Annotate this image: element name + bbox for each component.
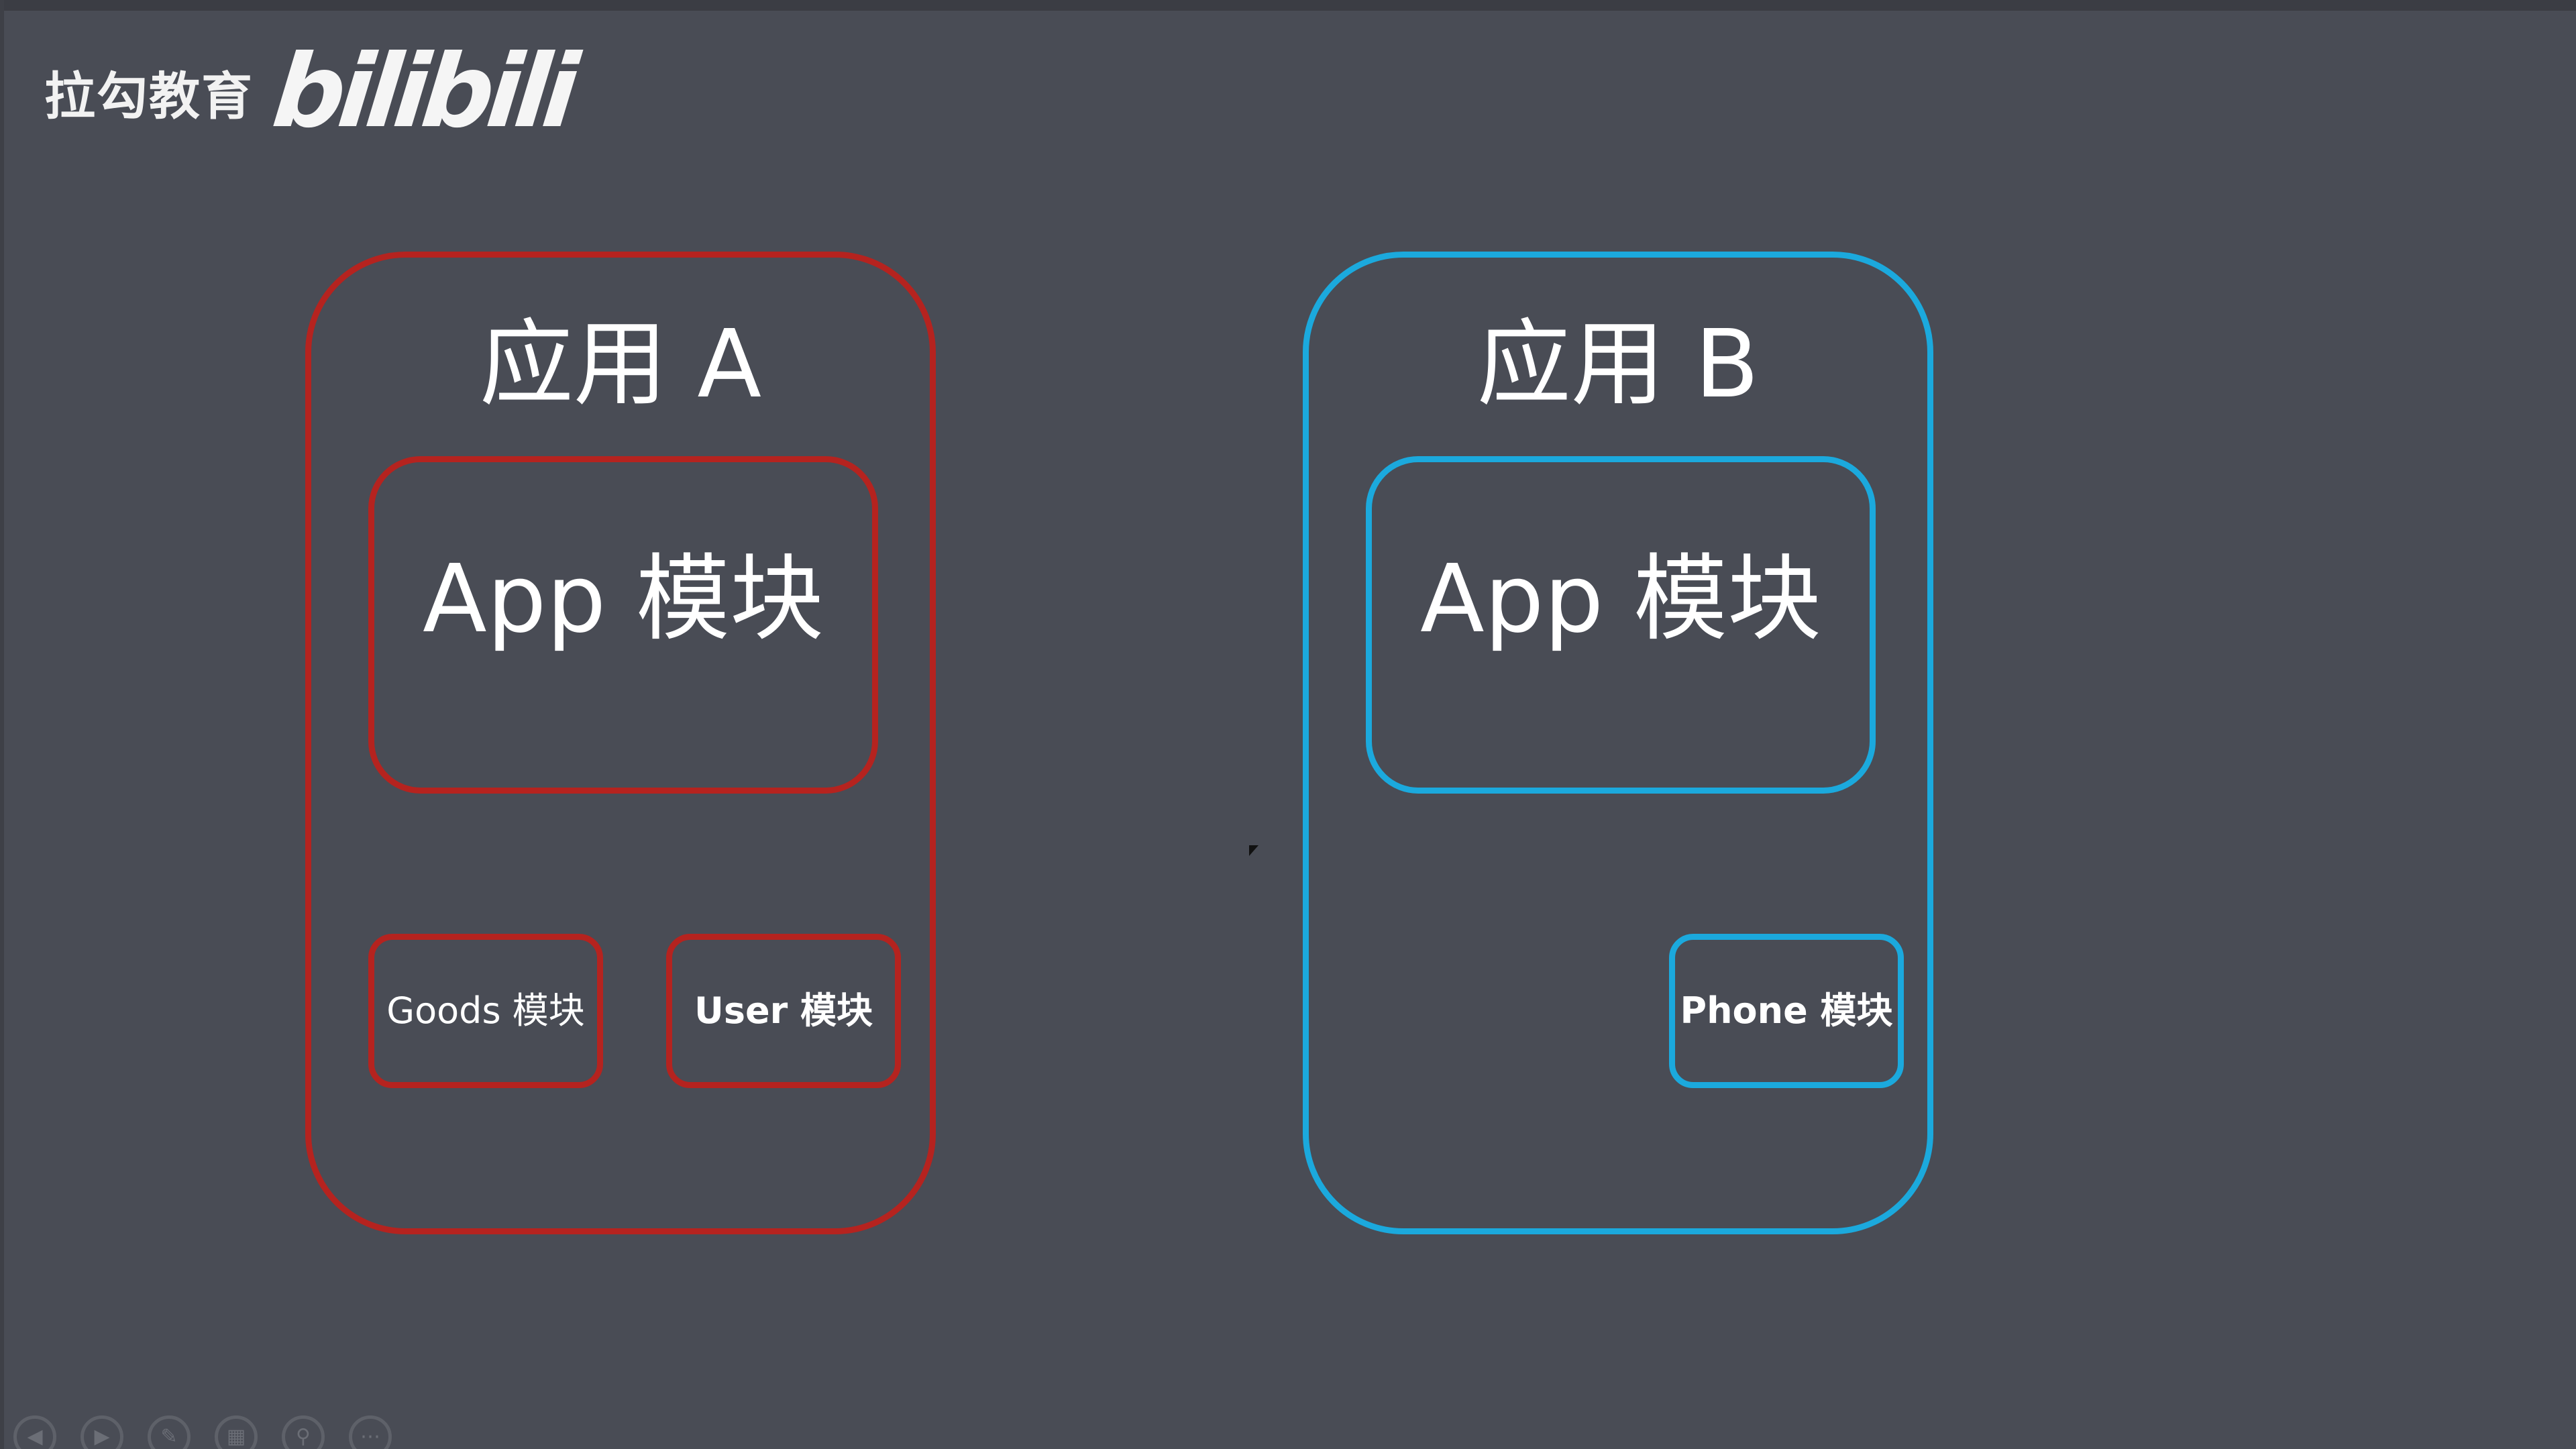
app-a-app-module-label: App 模块 (422, 545, 824, 654)
slideshow-toolbar: ◀ ▶ ✎ ▦ ⚲ ⋯ (13, 1415, 392, 1449)
mouse-cursor-icon (1249, 845, 1258, 856)
app-b-app-module-label: App 模块 (1419, 545, 1821, 654)
more-icon[interactable]: ⋯ (349, 1415, 392, 1449)
top-edge (0, 0, 2576, 11)
watermark: 拉勾教育 bilibili (44, 34, 577, 150)
slides-icon[interactable]: ▦ (215, 1415, 258, 1449)
goods-module: Goods 模块 (368, 934, 603, 1088)
bilibili-logo: bilibili (267, 34, 578, 150)
app-a-container: 应用 A App 模块 Goods 模块 User 模块 (305, 252, 936, 1234)
app-b-app-module: App 模块 (1366, 456, 1876, 794)
left-edge (0, 0, 4, 1449)
phone-module: Phone 模块 (1669, 934, 1904, 1088)
previous-icon[interactable]: ◀ (13, 1415, 56, 1449)
app-b-container: 应用 B App 模块 Phone 模块 (1303, 252, 1933, 1234)
next-icon[interactable]: ▶ (80, 1415, 123, 1449)
app-a-app-module: App 模块 (368, 456, 878, 794)
pen-icon[interactable]: ✎ (148, 1415, 191, 1449)
goods-module-label: Goods 模块 (386, 989, 585, 1032)
user-module-label: User 模块 (694, 989, 873, 1032)
zoom-icon[interactable]: ⚲ (282, 1415, 325, 1449)
app-b-title: 应用 B (1477, 310, 1760, 419)
watermark-text: 拉勾教育 (44, 66, 254, 126)
phone-module-label: Phone 模块 (1680, 989, 1893, 1032)
user-module: User 模块 (666, 934, 901, 1088)
app-a-title: 应用 A (479, 310, 762, 419)
